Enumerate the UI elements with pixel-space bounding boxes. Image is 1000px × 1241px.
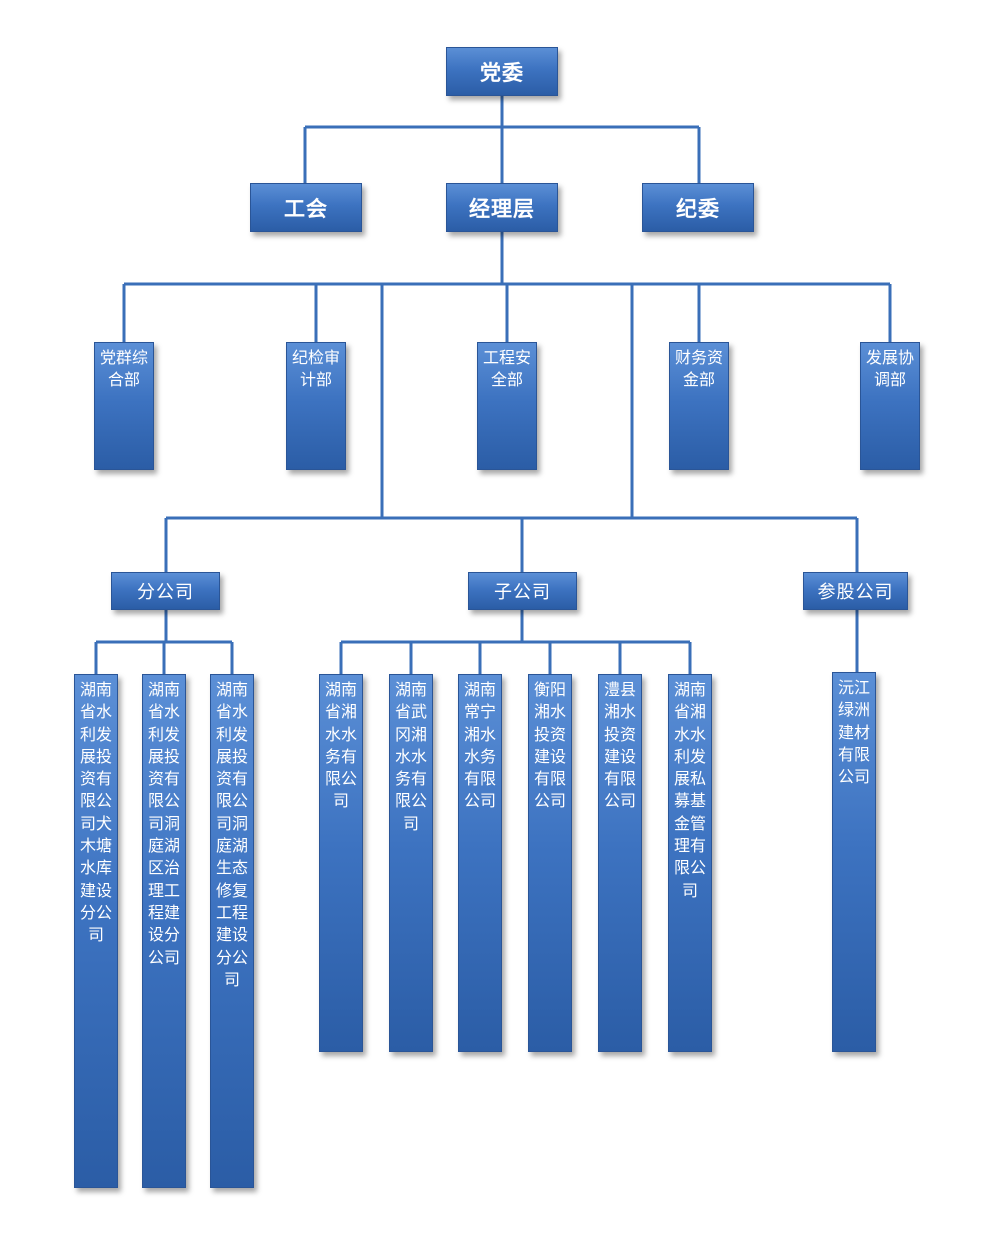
department-box: 党群综合部: [94, 342, 154, 470]
node-party-committee: 党委: [446, 47, 558, 96]
branch-company-label: 湖南省水利发展投资有限公司洞庭湖生态修复工程建设分公司: [215, 680, 248, 989]
department-box: 工程安全部: [477, 342, 537, 470]
department-box: 纪检审计部: [286, 342, 346, 470]
department-label: 发展协调部: [865, 348, 914, 390]
subsidiary-box: 湖南省湘水水务有限公司: [319, 674, 363, 1052]
subsidiary-label: 衡阳湘水投资建设有限公司: [533, 680, 566, 811]
subsidiary-label: 湖南常宁湘水水务有限公司: [463, 680, 496, 811]
category-branch: 分公司: [111, 572, 220, 610]
subsidiary-label: 湖南省武冈湘水水务有限公司: [394, 680, 427, 833]
category-subsidiary: 子公司: [468, 572, 577, 610]
subsidiary-box: 湖南省武冈湘水水务有限公司: [389, 674, 433, 1052]
subsidiary-box: 澧县湘水投资建设有限公司: [598, 674, 642, 1052]
associate-company-box: 沅江绿洲建材有限公司: [832, 672, 876, 1052]
department-box: 发展协调部: [860, 342, 920, 470]
subsidiary-label: 湖南省湘水水务有限公司: [324, 680, 357, 811]
subsidiary-label: 湖南省湘水水利发展私募基金管理有限公司: [673, 680, 706, 900]
category-label: 参股公司: [817, 582, 894, 603]
category-associate: 参股公司: [803, 572, 908, 610]
department-label: 工程安全部: [482, 348, 531, 390]
subsidiary-box: 衡阳湘水投资建设有限公司: [528, 674, 572, 1052]
branch-company-label: 湖南省水利发展投资有限公司犬木塘水库建设分公司: [79, 680, 112, 945]
branch-company-box: 湖南省水利发展投资有限公司洞庭湖生态修复工程建设分公司: [210, 674, 254, 1188]
node-discipline-committee: 纪委: [642, 183, 754, 232]
associate-company-label: 沅江绿洲建材有限公司: [837, 678, 870, 787]
subsidiary-label: 澧县湘水投资建设有限公司: [603, 680, 636, 811]
department-label: 党群综合部: [99, 348, 148, 390]
department-label: 财务资金部: [674, 348, 723, 390]
node-trade-union: 工会: [250, 183, 362, 232]
branch-company-box: 湖南省水利发展投资有限公司洞庭湖区治理工程建设分公司: [142, 674, 186, 1188]
node-label: 工会: [284, 196, 328, 221]
category-label: 分公司: [137, 582, 194, 603]
subsidiary-box: 湖南常宁湘水水务有限公司: [458, 674, 502, 1052]
node-label: 经理层: [469, 196, 535, 221]
node-management: 经理层: [446, 183, 558, 232]
subsidiary-box: 湖南省湘水水利发展私募基金管理有限公司: [668, 674, 712, 1052]
category-label: 子公司: [494, 582, 551, 603]
branch-company-box: 湖南省水利发展投资有限公司犬木塘水库建设分公司: [74, 674, 118, 1188]
node-label: 党委: [480, 60, 524, 85]
department-box: 财务资金部: [669, 342, 729, 470]
branch-company-label: 湖南省水利发展投资有限公司洞庭湖区治理工程建设分公司: [147, 680, 180, 967]
department-label: 纪检审计部: [291, 348, 340, 390]
node-label: 纪委: [676, 196, 720, 221]
